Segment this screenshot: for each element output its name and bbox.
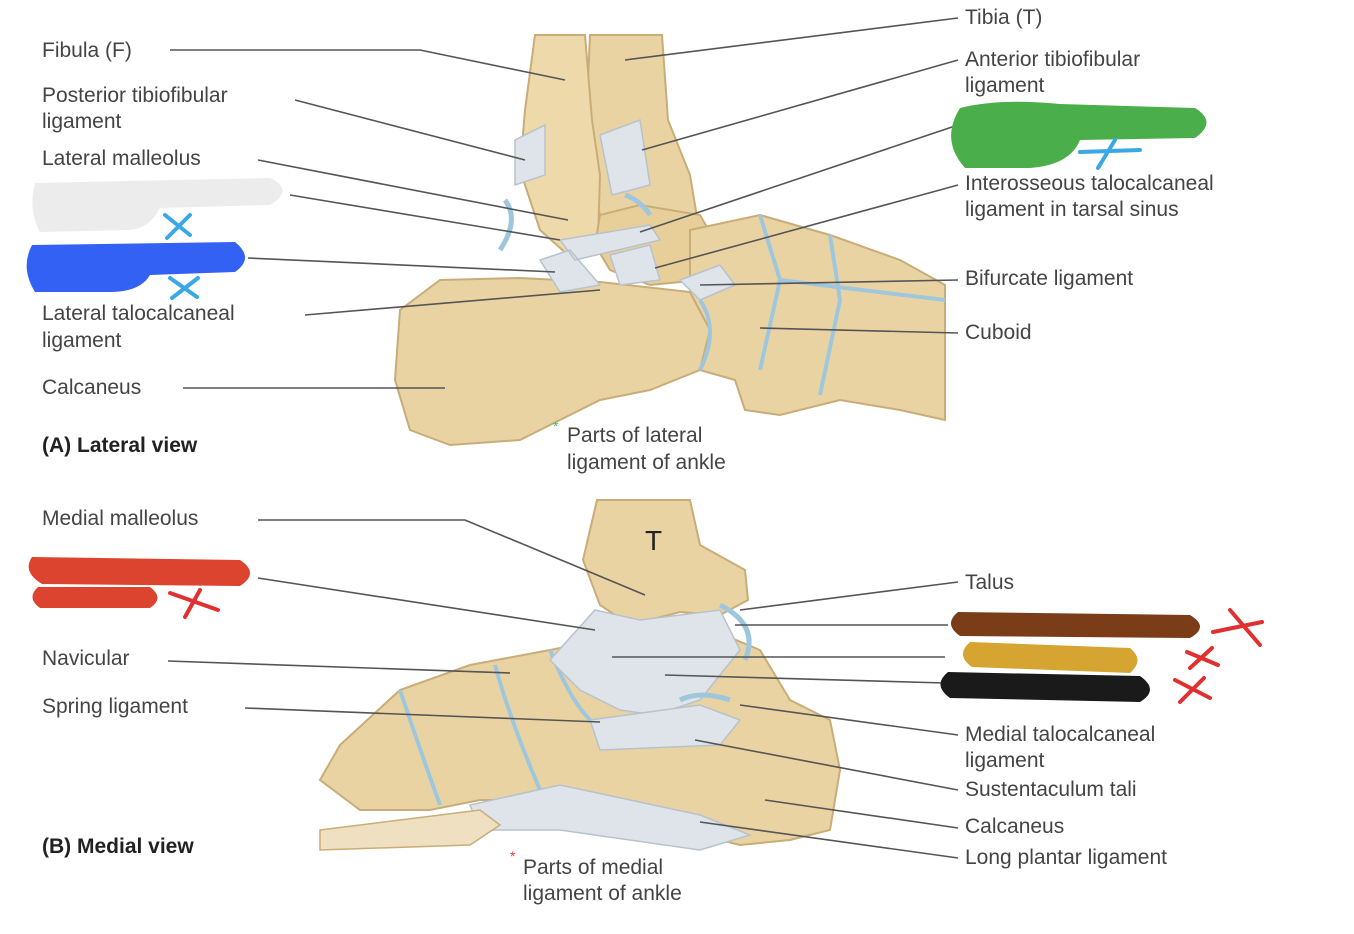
cuboid-label: Cuboid: [965, 321, 1032, 344]
medial-footnote-line1: Parts of medial: [523, 856, 664, 879]
medial-malleolus-label: Medial malleolus: [42, 507, 199, 530]
label-cover-marks: [26, 101, 1207, 702]
anterior-tibiofibular-label-line1: Anterior tibiofibular: [965, 48, 1141, 71]
posterior-tibiofibular-label-line2: ligament: [42, 110, 122, 133]
lateral-talocalcaneal-label-line1: Lateral talocalcaneal: [42, 302, 235, 325]
lateral-footnote-asterisk: *: [553, 418, 559, 434]
blue-cross-mark-2: [168, 276, 200, 300]
cartilage-lines: [698, 214, 946, 396]
bifurcate-ligament-label: Bifurcate ligament: [965, 267, 1134, 290]
medial-view-illustration: [318, 499, 842, 851]
blue-cover-mark: [26, 242, 245, 292]
brown-cover-mark: [950, 612, 1200, 638]
medial-footnote-asterisk: *: [510, 848, 516, 864]
leader-lines: [167, 17, 959, 859]
red-cross-mark-1: [168, 588, 220, 619]
long-plantar-ligament-label: Long plantar ligament: [965, 846, 1167, 869]
lateral-footnote-line1: Parts of lateral: [567, 424, 703, 447]
sustentaculum-tali-label: Sustentaculum tali: [965, 778, 1137, 801]
green-cover-mark: [951, 101, 1207, 168]
tibia-label: Tibia (T): [965, 6, 1043, 29]
gray-cover-mark: [32, 178, 283, 232]
lateral-ligament-bands: [538, 224, 662, 293]
medial-talocalcaneal-label-line2: ligament: [965, 749, 1045, 772]
medial-footnote-line2: ligament of ankle: [523, 882, 682, 905]
tibia-letter-label: T: [645, 525, 663, 556]
spring-ligament-band: [589, 704, 742, 751]
black-cover-mark: [940, 672, 1150, 702]
talus-label: Talus: [965, 571, 1015, 594]
red-cross-mark-2: [1211, 608, 1264, 647]
red-cross-mark-4: [1173, 676, 1212, 704]
lateral-cartilage-edge: [497, 192, 653, 252]
spring-ligament-label: Spring ligament: [42, 695, 188, 718]
lateral-calcaneus-label: Calcaneus: [42, 376, 142, 399]
lateral-footnote-line2: ligament of ankle: [567, 451, 726, 474]
gold-cover-mark: [962, 642, 1138, 673]
medial-talocalcaneal-label-line1: Medial talocalcaneal: [965, 723, 1156, 746]
anterior-tibiofibular-label-line2: ligament: [965, 74, 1045, 97]
calcaneus-bone: [393, 276, 712, 447]
posterior-tibiofibular-ligament: [514, 123, 546, 187]
medial-cartilage-edge: [678, 602, 752, 703]
lateral-talocalcaneal-label-line2: ligament: [42, 329, 122, 352]
interosseous-label-line1: Interosseous talocalcaneal: [965, 172, 1214, 195]
red-cover-mark: [28, 557, 250, 608]
lateral-view-panel-label: (A) Lateral view: [42, 434, 198, 457]
lateral-forefoot-bones: [689, 213, 946, 422]
interosseous-label-line2: ligament in tarsal sinus: [965, 198, 1179, 221]
posterior-tibiofibular-label-line1: Posterior tibiofibular: [42, 84, 228, 107]
navicular-label: Navicular: [42, 647, 130, 670]
blue-cross-mark-3: [1078, 138, 1142, 170]
fibula-label: Fibula (F): [42, 39, 132, 62]
lateral-malleolus-label: Lateral malleolus: [42, 147, 201, 170]
blue-cross-mark-1: [163, 213, 192, 240]
red-cross-mark-3: [1185, 646, 1220, 670]
plantar-soft-tissue: [319, 809, 502, 851]
medial-view-panel-label: (B) Medial view: [42, 835, 194, 858]
medial-calcaneus-label: Calcaneus: [965, 815, 1065, 838]
cross-marks: [163, 138, 1264, 704]
anterior-tibiofibular-ligament: [599, 118, 651, 196]
lateral-view-illustration: [393, 34, 946, 447]
